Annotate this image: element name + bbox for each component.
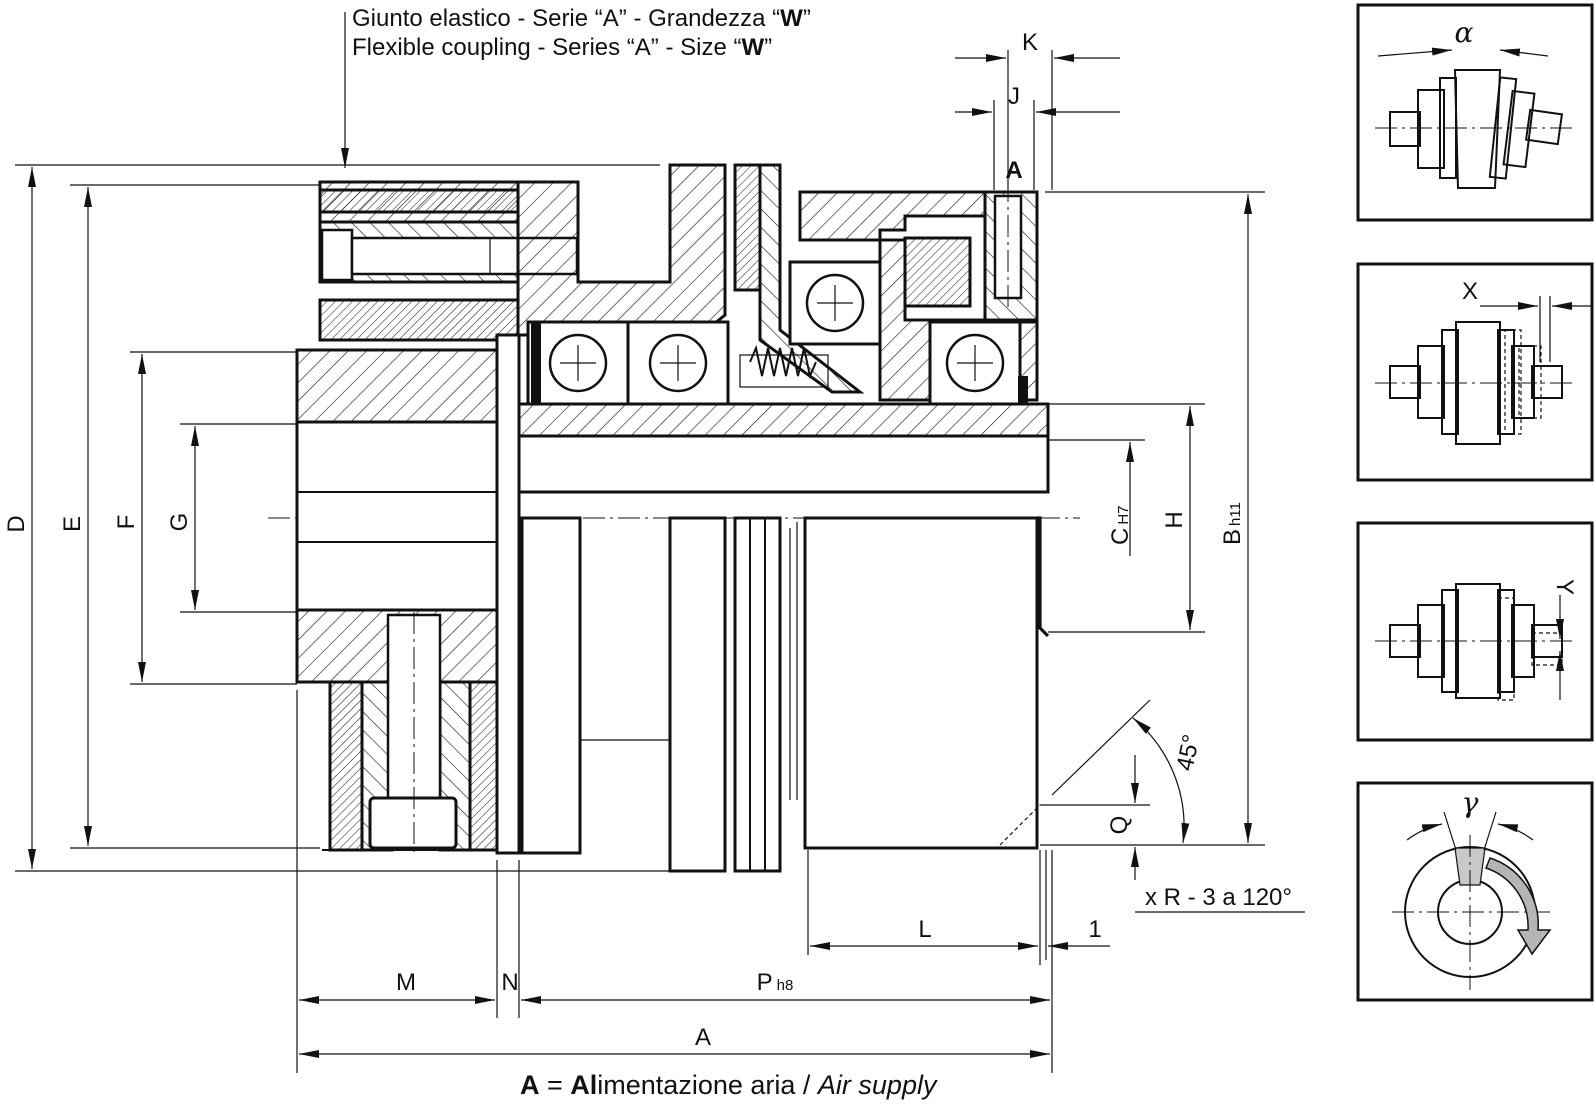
panel-axial-misalignment: X [1356,262,1594,482]
dimension-C: CH7 [1107,442,1134,556]
piston-seal [903,236,972,308]
symbol-Y: Y [1551,579,1578,595]
title-italian: Giunto elastico - Serie “A” - Grandezza … [352,5,811,32]
elastic-element-lower-left [328,680,364,852]
dimension-1: 1 [1048,916,1110,950]
clutch-input-hub [516,163,727,337]
label-F: F [113,515,140,530]
hub-lower-outline [520,516,582,855]
bearing-right [928,320,1022,406]
title-english: Flexible coupling - Series “A” - Size “W… [352,34,772,61]
title-block: Giunto elastico - Serie “A” - Grandezza … [341,5,811,168]
label-D: D [3,515,30,532]
label-A-total: A [695,1024,711,1051]
plates-lower-outline [733,516,782,873]
rotation-arrow-icon [1485,857,1552,956]
elastic-element-upper [318,188,520,214]
shaft-collar [516,402,1050,438]
label-K: K [1022,29,1038,56]
screw-head-lower [368,796,458,850]
elastic-element-lower-right [468,680,500,852]
label-N: N [501,969,518,996]
label-G: G [166,513,193,532]
dimension-H: H [1161,406,1194,630]
pressure-plate [758,163,865,394]
bearing-left-1 [526,320,630,406]
symbol-X: X [1462,278,1478,305]
panel-radial-misalignment: Y [1356,521,1594,742]
label-holes: x R - 3 a 120° [1145,884,1292,911]
screw-head-upper [320,228,354,282]
separator-ring [495,333,521,855]
dimension-A-total: A [299,1024,1050,1058]
panel-angular-misalignment: α [1356,3,1594,222]
label-45: 45° [1171,732,1205,773]
panel-torsional: γ [1356,781,1594,1002]
label-1: 1 [1088,916,1101,943]
dimension-L: L [807,850,1047,965]
dimension-B: Bh11 [1219,194,1252,843]
label-M: M [396,969,416,996]
caption-air-supply: A = Alimentazione aria / Air supply [520,1070,938,1100]
symbol-gamma: γ [1462,786,1479,819]
label-Q: Q [1106,816,1133,835]
disc-lower-outline [668,516,727,873]
air-port-channel [993,194,1023,300]
dimension-K: K [955,29,1120,190]
shaft-bore [516,434,1050,494]
screw-shank-lower [386,613,442,817]
dimension-F: F [113,354,146,682]
cylinder-lower-outline [803,516,1039,850]
dimension-J: J [955,83,1120,190]
cylinder-housing-top [798,190,987,242]
shaft-lower-step [1037,516,1050,638]
bearing-left-2 [626,320,730,406]
friction-plate [733,163,762,292]
label-J: J [1008,83,1020,110]
coupling-assembly [15,163,1265,873]
label-H: H [1161,511,1188,528]
dimension-G: G [166,426,199,610]
label-C: CH7 [1107,505,1134,545]
label-air-port: A [1005,157,1022,184]
coupling-hub-upper [295,348,499,424]
bearing-piston [788,260,882,346]
snap-ring-left [531,322,541,404]
label-L: L [918,916,931,943]
bolt-hole-hidden [999,804,1041,846]
coupling-hub-bore [295,420,499,612]
label-B: Bh11 [1219,502,1246,545]
dimension-M: M [296,690,520,1073]
label-E: E [59,516,86,532]
dimension-holes: x R - 3 a 120° [1135,884,1305,913]
snap-ring-right [1018,376,1028,404]
dimension-Q: Q [1106,755,1139,880]
return-spring [749,344,817,380]
symbol-alpha: α [1455,16,1474,49]
elastic-element-mid [318,298,520,342]
dimension-D: D [3,167,36,869]
dimension-E: E [59,187,92,846]
